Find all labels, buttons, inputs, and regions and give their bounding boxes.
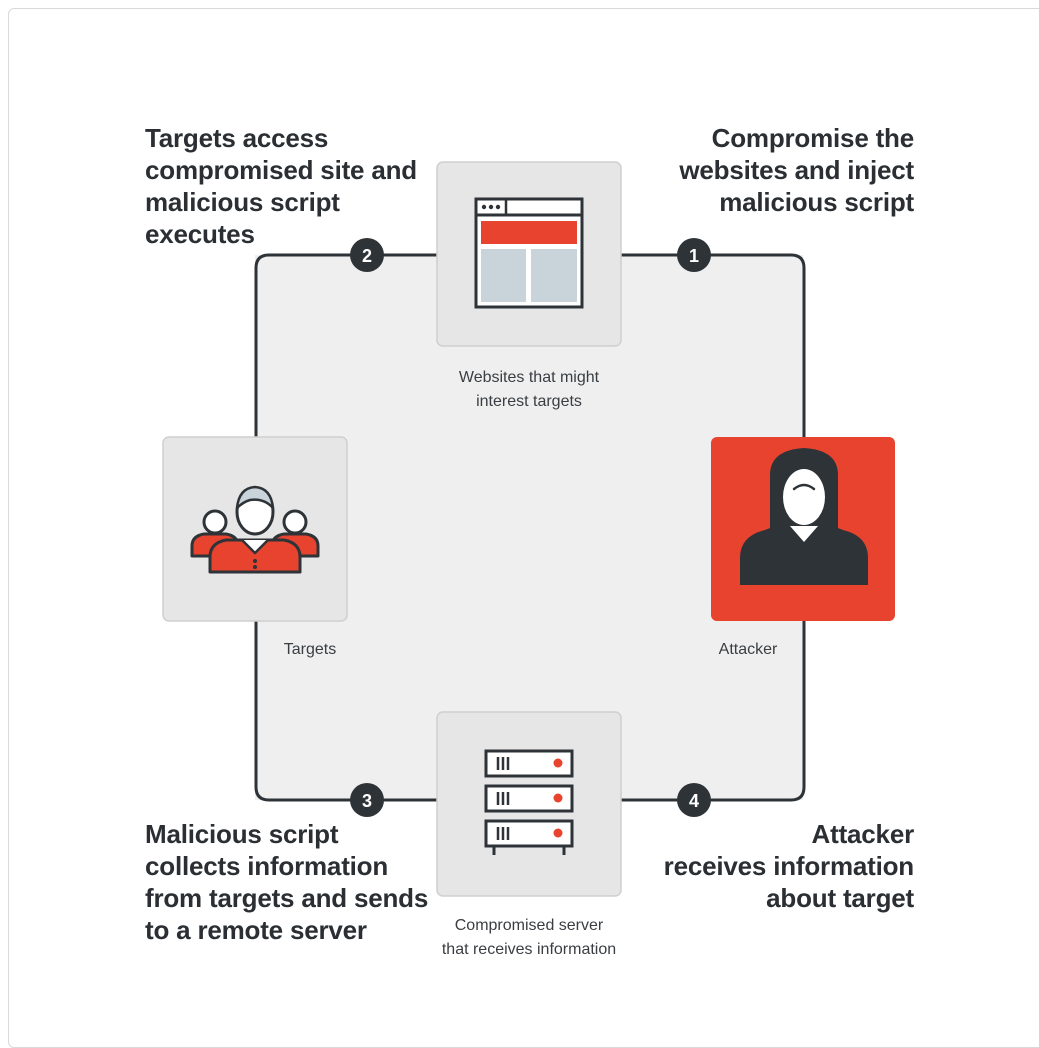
arrow-server-to-attacker: [568, 600, 804, 802]
user-group-icon: [190, 485, 320, 574]
step-badge-4: 4: [677, 783, 711, 817]
svg-text:3: 3: [362, 791, 372, 811]
attacker-panel: [711, 437, 895, 621]
server-panel: [436, 711, 622, 897]
arrow-targets-to-server: [254, 568, 460, 800]
websites-panel: [436, 161, 622, 347]
arrow-targets-to-websites: [254, 255, 460, 502]
server-rack-icon: [484, 749, 574, 855]
step-1-description: Compromise the websites and inject malic…: [679, 123, 914, 217]
svg-text:4: 4: [689, 791, 699, 811]
targets-caption: Targets: [283, 641, 337, 658]
step-4-description: Attacker receives information about targ…: [663, 819, 915, 913]
step-badge-3: 3: [350, 783, 384, 817]
svg-text:2: 2: [362, 246, 372, 266]
browser-window-icon: [474, 197, 584, 309]
hooded-attacker-icon: [740, 448, 868, 585]
targets-panel: [162, 436, 348, 622]
arrow-attacker-to-websites: [600, 255, 806, 442]
step-badge-1: 1: [677, 238, 711, 272]
svg-text:1: 1: [689, 246, 699, 266]
step-3-description: Malicious script collects information fr…: [145, 819, 429, 945]
step-badge-2: 2: [350, 238, 384, 272]
server-caption: Compromised server that receives informa…: [441, 917, 617, 958]
attacker-caption: Attacker: [718, 641, 778, 658]
step-2-description: Targets access compromised site and mali…: [145, 123, 417, 249]
websites-caption: Websites that might interest targets: [458, 369, 600, 410]
